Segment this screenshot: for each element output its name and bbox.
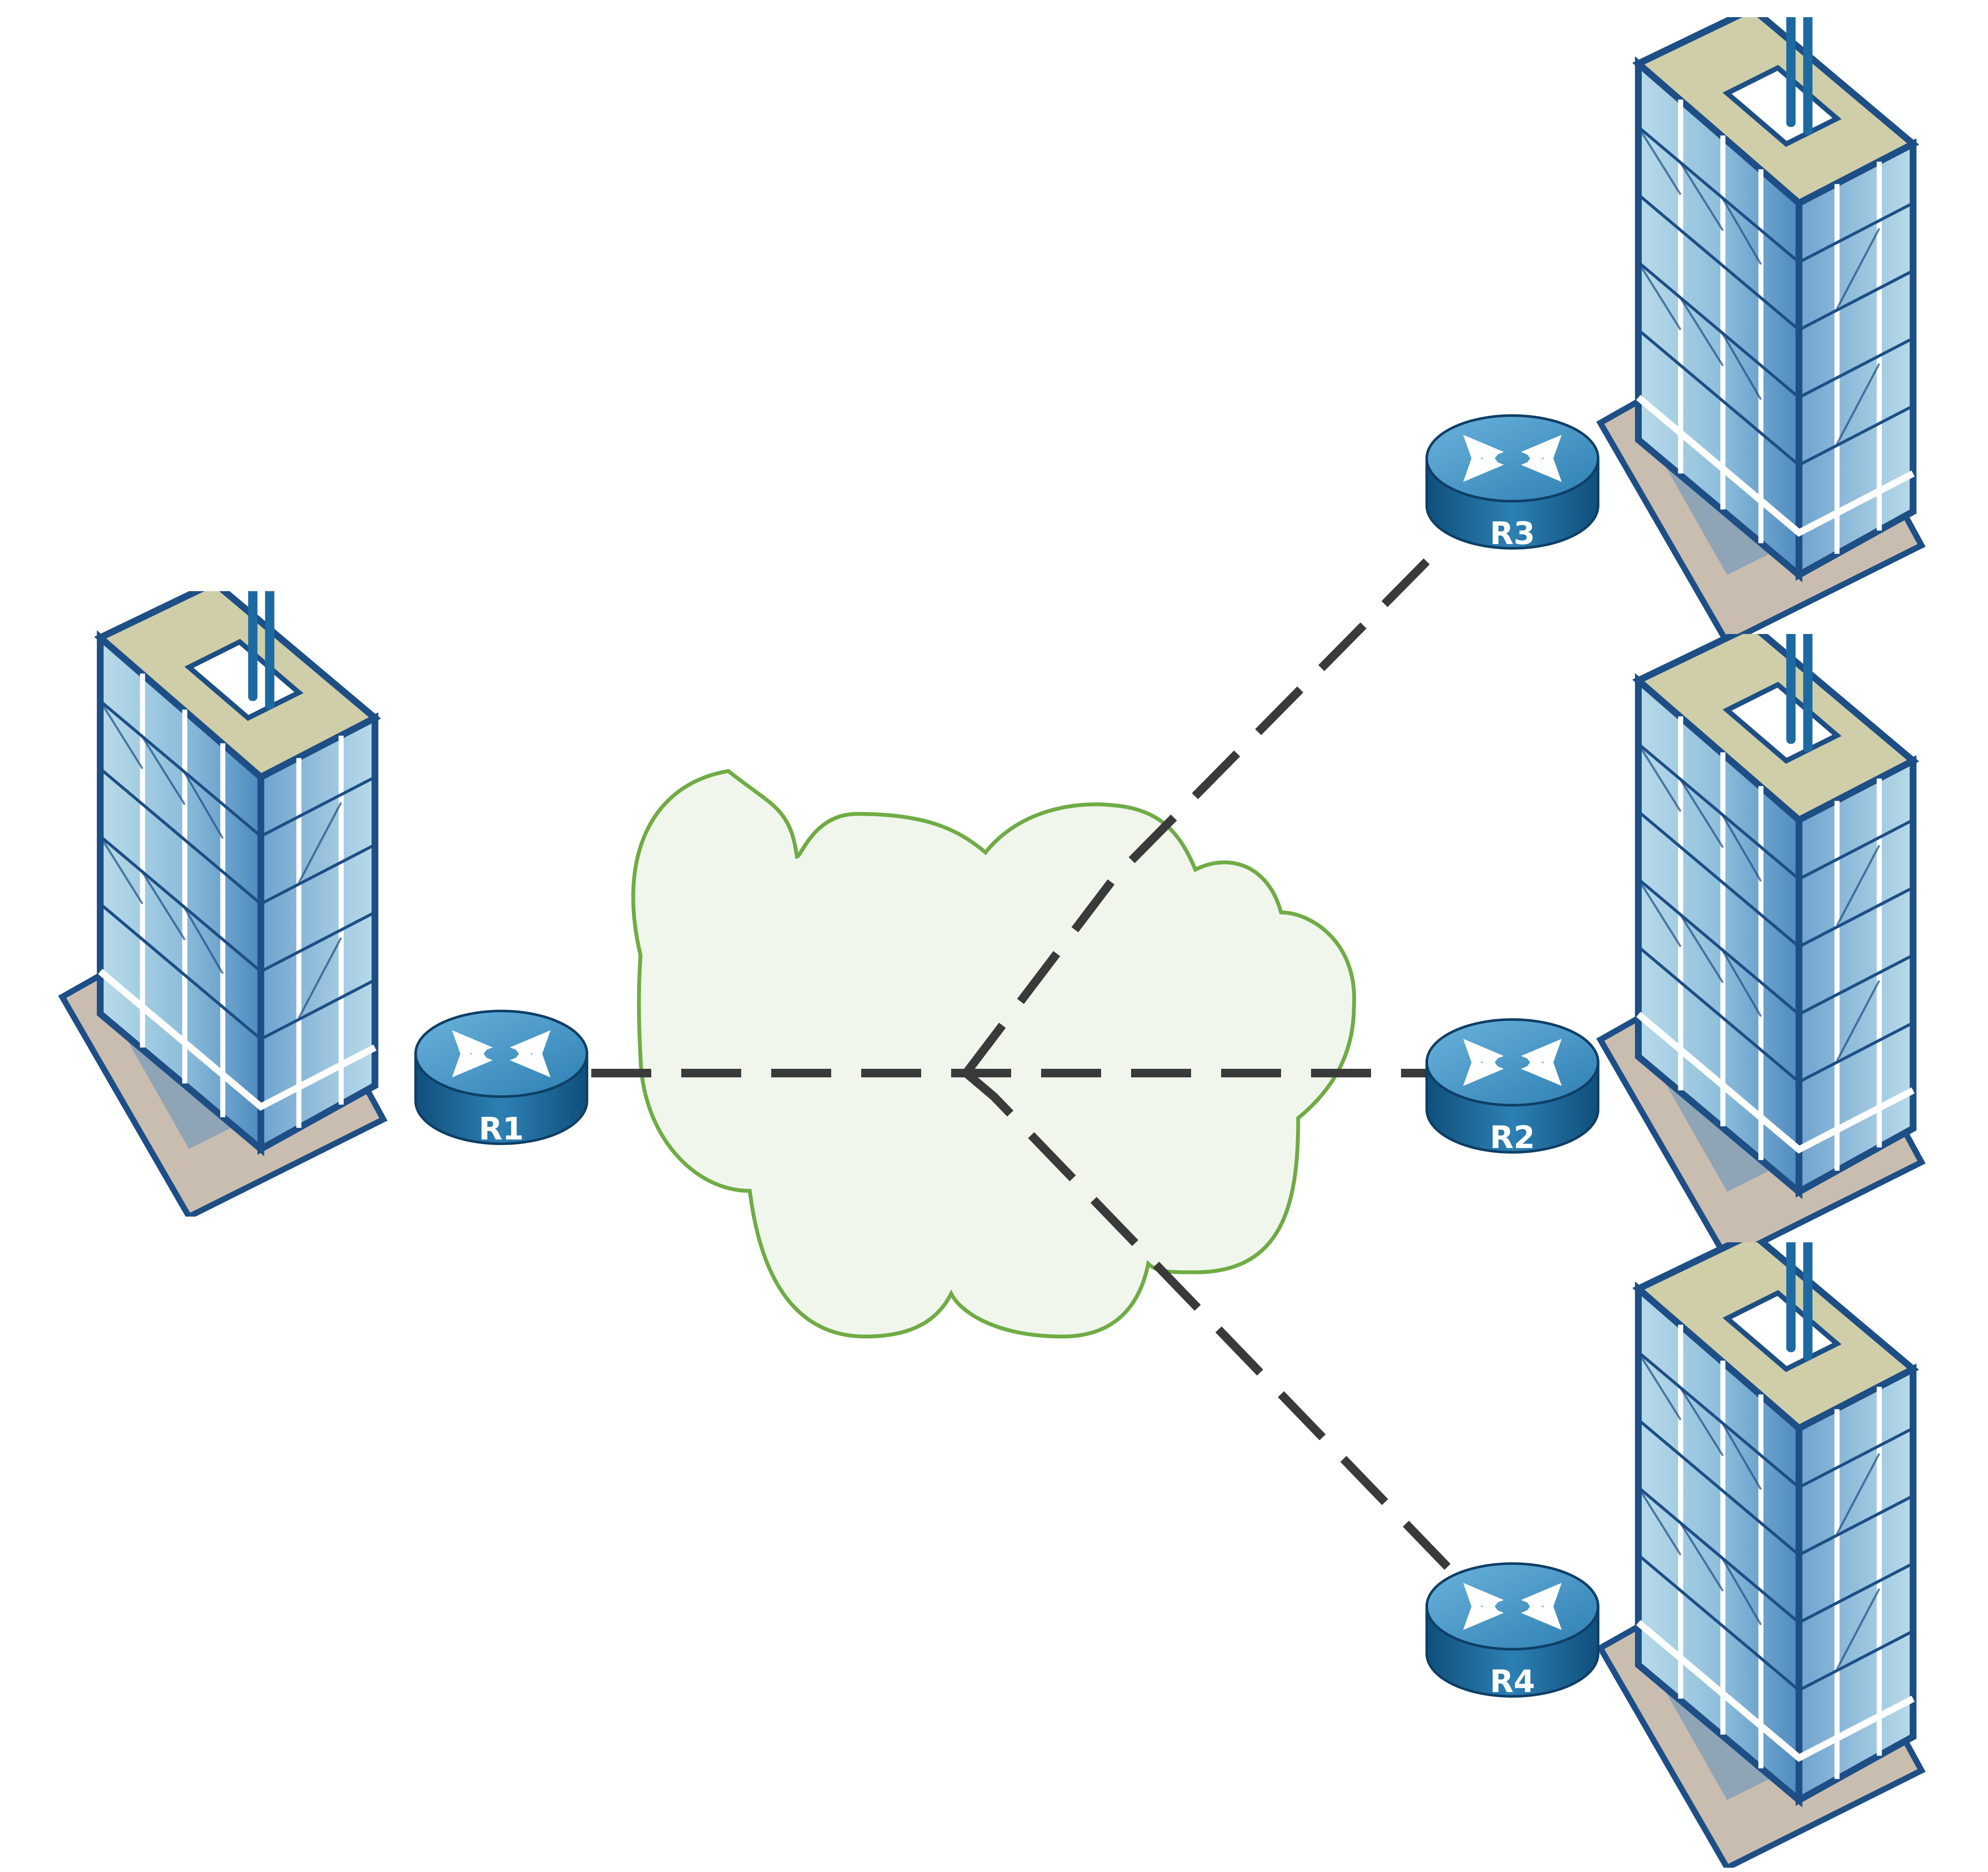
building-r4	[1600, 1192, 1922, 1868]
router-r4[interactable]: R4	[1427, 1564, 1598, 1699]
router-r2[interactable]: R2	[1427, 1020, 1598, 1155]
building-r3	[1600, 0, 1922, 643]
router-label: R3	[1490, 515, 1535, 551]
router-r1[interactable]: R1	[416, 1011, 587, 1147]
links	[591, 545, 1460, 1579]
building-r2	[1600, 583, 1922, 1259]
router-r3[interactable]: R3	[1427, 416, 1598, 551]
building-r1	[62, 541, 383, 1217]
link-r1-r4	[963, 1070, 1460, 1579]
router-label: R4	[1490, 1663, 1535, 1699]
wan-cloud	[631, 769, 1356, 1339]
link-r1-r3	[963, 545, 1443, 1076]
router-label: R2	[1490, 1119, 1535, 1155]
router-label: R1	[479, 1111, 524, 1147]
